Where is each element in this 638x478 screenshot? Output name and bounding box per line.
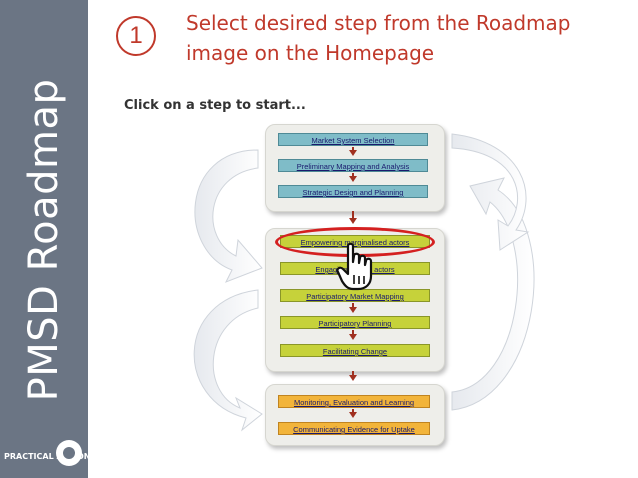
down-arrow-icon bbox=[349, 334, 357, 340]
arrow-stem bbox=[352, 211, 354, 219]
down-arrow-icon bbox=[349, 375, 357, 381]
left-lower-curve-arrow bbox=[193, 289, 263, 432]
arrow-stem bbox=[352, 303, 354, 308]
down-arrow-icon bbox=[349, 307, 357, 313]
step-facilitating-change[interactable]: Facilitating Change bbox=[280, 344, 430, 357]
arrow-stem bbox=[352, 173, 354, 177]
roadmap-prompt: Click on a step to start... bbox=[124, 98, 306, 113]
hand-cursor-icon bbox=[336, 242, 373, 291]
down-arrow-icon bbox=[349, 176, 357, 182]
right-upper-curve-arrow bbox=[451, 133, 530, 251]
down-arrow-icon bbox=[349, 218, 357, 224]
roadmap-panel-3 bbox=[265, 384, 445, 446]
arrow-stem bbox=[352, 409, 354, 413]
practical-action-logo-text: PRACTICAL ACTION bbox=[4, 452, 91, 461]
step-strategic-design[interactable]: Strategic Design and Planning bbox=[278, 185, 428, 198]
arrow-stem bbox=[352, 371, 354, 376]
left-upper-curve-arrow bbox=[194, 149, 263, 283]
sidebar-band: PMSD Roadmap PRACTICAL ACTION bbox=[0, 0, 91, 478]
down-arrow-icon bbox=[349, 150, 357, 156]
step-number-badge: 1 bbox=[116, 16, 156, 56]
step-preliminary-mapping[interactable]: Preliminary Mapping and Analysis bbox=[278, 159, 428, 172]
arrow-stem bbox=[352, 330, 354, 335]
instruction-title: Select desired step from the Roadmap ima… bbox=[186, 11, 571, 65]
step-market-system-selection[interactable]: Market System Selection bbox=[278, 133, 428, 146]
arrow-stem bbox=[352, 147, 354, 151]
step-communicating-evidence[interactable]: Communicating Evidence for Uptake bbox=[278, 422, 430, 435]
practical-action-logo-icon bbox=[56, 440, 82, 466]
step-monitoring-evaluation-learning[interactable]: Monitoring, Evaluation and Learning bbox=[278, 395, 430, 408]
step-participatory-planning[interactable]: Participatory Planning bbox=[280, 316, 430, 329]
down-arrow-icon bbox=[349, 412, 357, 418]
